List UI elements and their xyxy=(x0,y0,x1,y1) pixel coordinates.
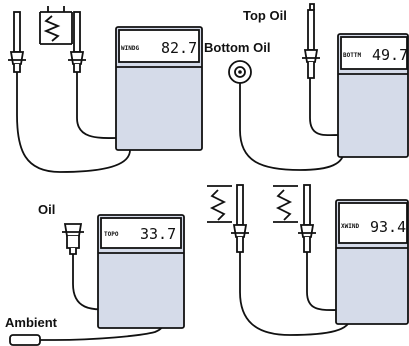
meter-value: 93.4 xyxy=(370,218,406,236)
probe-icon xyxy=(302,3,320,79)
meter-value: 33.7 xyxy=(140,225,176,243)
panel-winding-2: XWIND 93.4 xyxy=(207,184,409,336)
probe-wire xyxy=(16,72,131,173)
label-bottom-oil: Bottom Oil xyxy=(204,40,270,55)
probe-wire xyxy=(76,72,121,139)
coil-icon xyxy=(273,185,298,223)
coil-icon xyxy=(207,185,232,223)
panel-bottom-oil: Top Oil Bottom Oil BOTTM 49.7 xyxy=(204,3,409,171)
panel-winding-1: WINDG 82.7 xyxy=(8,6,203,173)
meter-winding-2: XWIND 93.4 xyxy=(335,199,409,325)
meter-tag: TOPO xyxy=(104,231,119,238)
panel-top-oil: Oil Ambient TOPO 33.7 xyxy=(5,202,185,346)
probe-wire xyxy=(239,83,345,171)
probe-icon xyxy=(8,11,26,73)
probe-icon xyxy=(62,223,84,255)
meter-top-oil: TOPO 33.7 xyxy=(97,214,185,329)
probe-wire xyxy=(239,252,351,336)
ambient-sensor-icon xyxy=(9,334,41,346)
probe-icon xyxy=(68,11,86,73)
meter-bottom: BOTTM 49.7 xyxy=(337,33,409,158)
probe-icon xyxy=(231,184,249,253)
meter-value: 49.7 xyxy=(372,46,408,64)
probe-wire xyxy=(309,78,341,137)
meter-tag: XWIND xyxy=(341,223,359,230)
label-top-oil: Top Oil xyxy=(243,8,287,23)
label-ambient: Ambient xyxy=(5,315,58,330)
probe-icon xyxy=(298,184,316,253)
meter-winding-1: WINDG 82.7 xyxy=(115,26,203,151)
meter-tag: WINDG xyxy=(121,45,139,52)
oil-port-icon xyxy=(228,60,252,84)
meter-value: 82.7 xyxy=(161,39,197,57)
label-oil: Oil xyxy=(38,202,55,217)
meter-tag: BOTTM xyxy=(343,52,361,59)
coil-icon xyxy=(39,6,73,45)
